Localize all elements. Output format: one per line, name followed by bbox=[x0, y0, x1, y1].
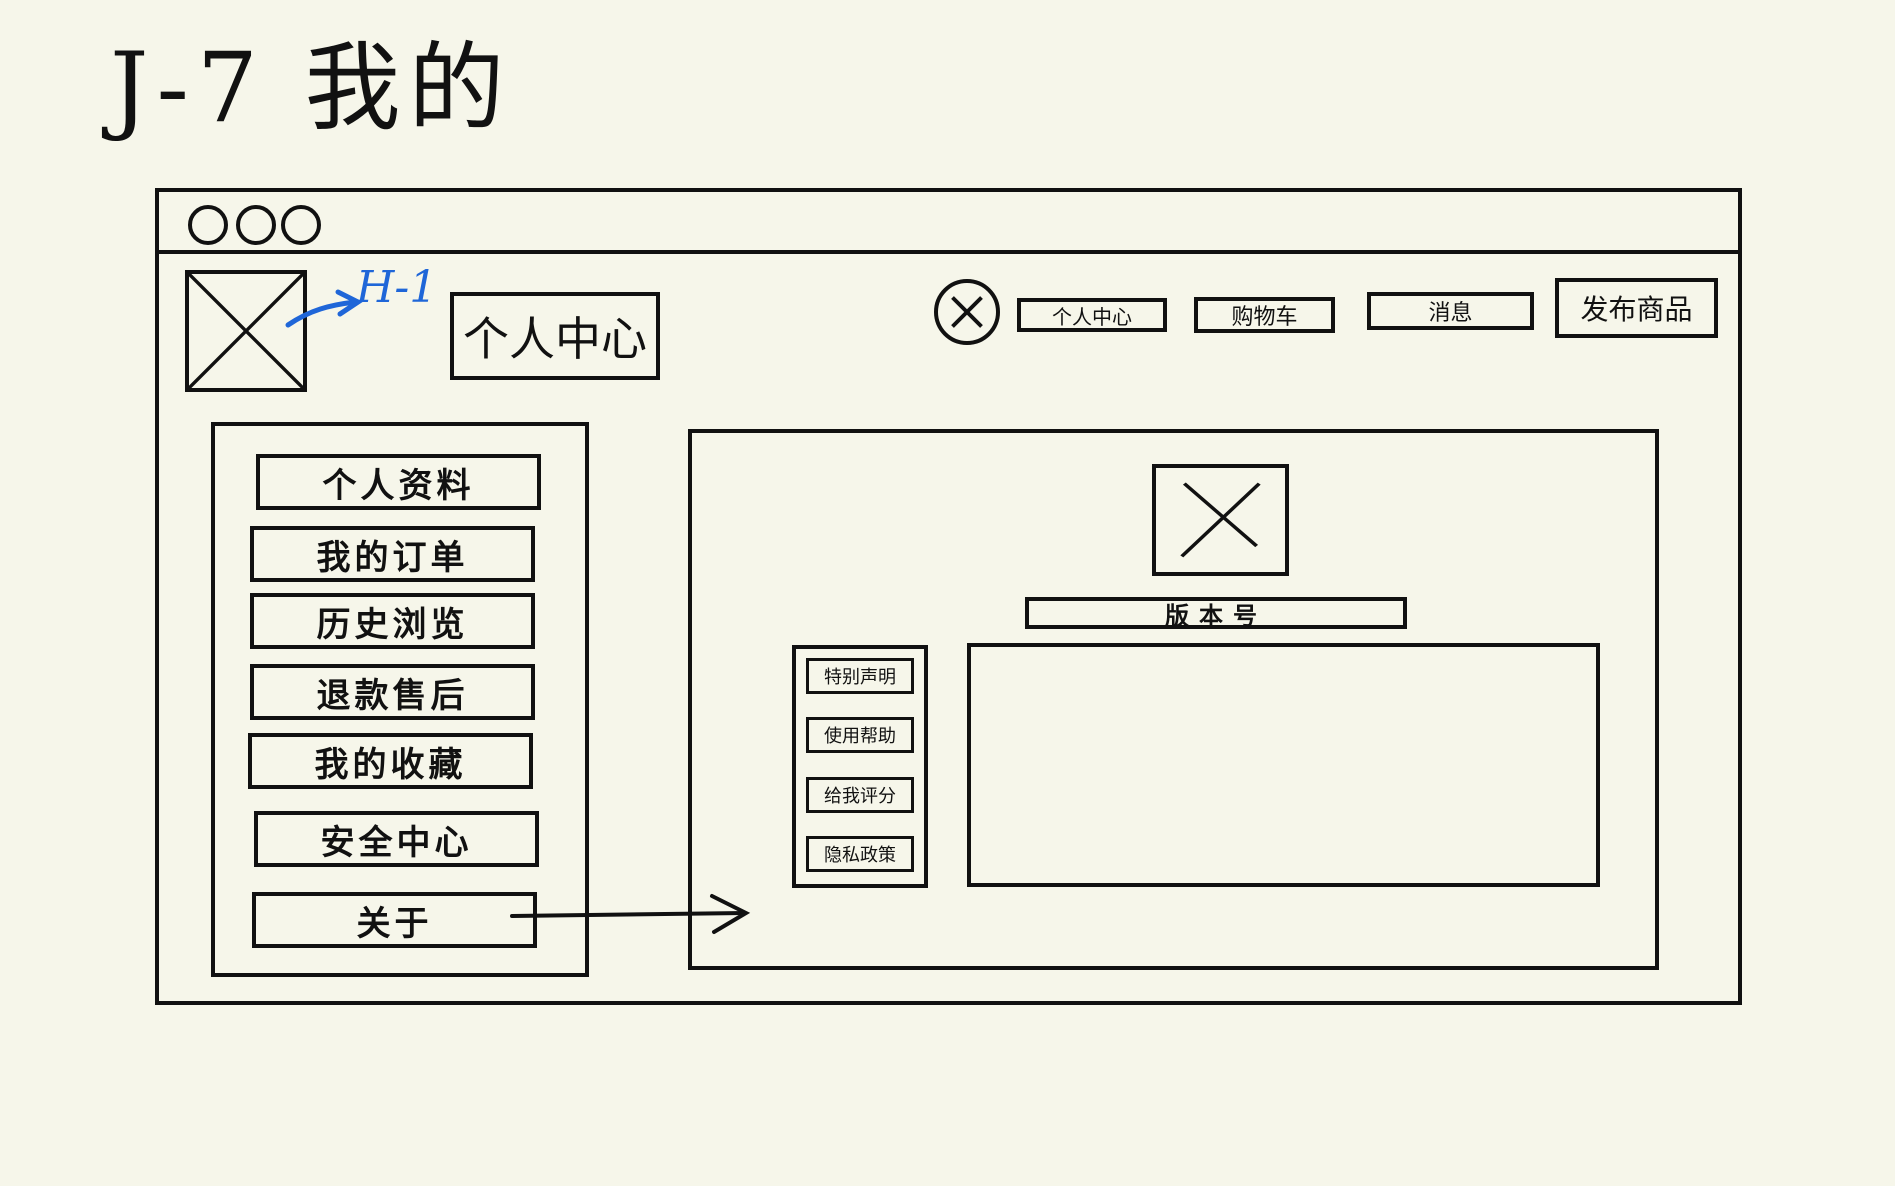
nav-publish-product[interactable]: 发布商品 bbox=[1555, 278, 1718, 338]
nav-messages[interactable]: 消息 bbox=[1367, 292, 1534, 330]
about-link-privacy[interactable]: 隐私政策 bbox=[806, 836, 914, 872]
image-placeholder-icon bbox=[189, 274, 303, 388]
about-link-disclaimer[interactable]: 特别声明 bbox=[806, 658, 914, 694]
search-icon[interactable] bbox=[934, 279, 1000, 345]
about-links-panel bbox=[792, 645, 928, 888]
sidebar-item-favorites[interactable]: 我的收藏 bbox=[248, 733, 533, 789]
about-content-area bbox=[967, 643, 1600, 887]
nav-shopping-cart[interactable]: 购物车 bbox=[1194, 297, 1335, 333]
window-minimize-dot[interactable] bbox=[236, 205, 276, 245]
window-maximize-dot[interactable] bbox=[281, 205, 321, 245]
about-link-rate[interactable]: 给我评分 bbox=[806, 777, 914, 813]
nav-personal-center[interactable]: 个人中心 bbox=[1017, 298, 1167, 332]
sidebar-item-profile[interactable]: 个人资料 bbox=[256, 454, 541, 510]
sidebar-item-refunds[interactable]: 退款售后 bbox=[250, 664, 535, 720]
sidebar-item-orders[interactable]: 我的订单 bbox=[250, 526, 535, 582]
sidebar-item-history[interactable]: 历史浏览 bbox=[250, 593, 535, 649]
title-bar-divider bbox=[155, 250, 1742, 254]
sidebar-panel bbox=[211, 422, 589, 977]
sidebar-item-about[interactable]: 关于 bbox=[252, 892, 537, 948]
app-icon-placeholder bbox=[1152, 464, 1289, 576]
image-placeholder-icon bbox=[1180, 482, 1261, 558]
version-label: 版本号 bbox=[1025, 597, 1407, 629]
page-title: J-7 我的 bbox=[110, 32, 513, 144]
main-content-panel bbox=[688, 429, 1659, 970]
window-close-dot[interactable] bbox=[188, 205, 228, 245]
page-name-box: 个人中心 bbox=[450, 292, 660, 380]
logo-image-placeholder bbox=[185, 270, 307, 392]
sidebar-item-security[interactable]: 安全中心 bbox=[254, 811, 539, 867]
about-link-help[interactable]: 使用帮助 bbox=[806, 717, 914, 753]
browser-window bbox=[155, 188, 1742, 1005]
annotation-label: H-1 bbox=[356, 262, 438, 313]
